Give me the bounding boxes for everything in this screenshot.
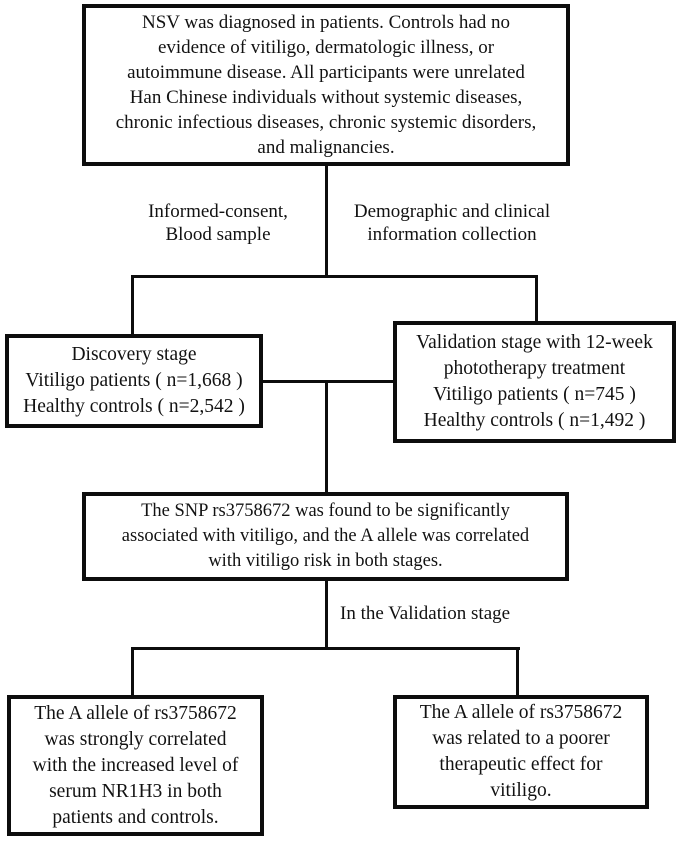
connector-criteria-stem (325, 164, 328, 277)
snp-association-result-box: The SNP rs3758672 was found to be signif… (82, 492, 569, 581)
validation-stage-box: Validation stage with 12-week photothera… (393, 321, 676, 443)
connector-snp-stem-bottom (325, 578, 328, 650)
connector-snp-stem-top (325, 381, 328, 494)
connector-lower-branch (131, 647, 520, 650)
therapeutic-effect-result-box: The A allele of rs3758672 was related to… (393, 695, 649, 809)
consent-blood-sample-label: Informed-consent, Blood sample (148, 201, 288, 245)
discovery-stage-box: Discovery stage Vitiligo patients ( n=1,… (5, 334, 263, 428)
enrollment-criteria-box: NSV was diagnosed in patients. Controls … (82, 4, 570, 166)
connector-discovery-drop (131, 275, 134, 336)
demographic-information-label: Demographic and clinical information col… (353, 201, 551, 245)
connector-upper-branch (131, 275, 538, 278)
connector-nr1h3-drop (131, 647, 134, 697)
connector-stages-link (261, 380, 395, 383)
connector-therapy-drop (516, 647, 519, 697)
nr1h3-correlation-result-box: The A allele of rs3758672 was strongly c… (7, 695, 264, 836)
validation-stage-label: In the Validation stage (340, 603, 511, 624)
connector-validation-drop (535, 275, 538, 323)
